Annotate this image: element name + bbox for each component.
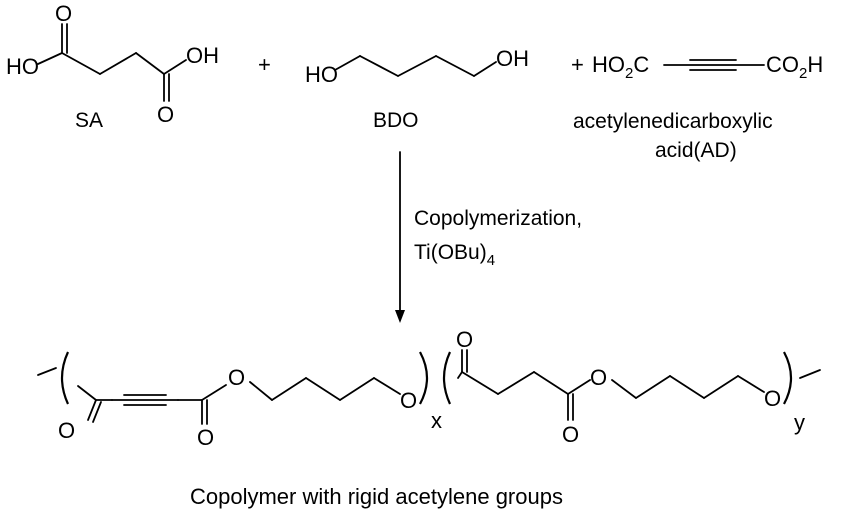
sa-unit-bond-c: [497, 371, 535, 395]
condition-line-1: Copolymerization,: [414, 207, 582, 230]
ad-label-line2: acid(AD): [655, 139, 737, 162]
plus-sign-2: +: [571, 52, 584, 77]
plus-sign-1: +: [258, 52, 271, 77]
ad-unit-carbonyl-o-2: O: [197, 425, 214, 450]
sa-oh-group: OH: [186, 43, 219, 68]
ad-right-co: CO: [766, 52, 799, 77]
sa-bond-c3-c4: [135, 52, 165, 75]
butyl-x-bond-1: [249, 381, 273, 401]
ad-right-sub: 2: [799, 65, 807, 82]
sa-bond-ho-c1: [37, 52, 63, 65]
repeat-unit-y-close-paren: [783, 351, 793, 405]
ad-right-group: CO2H: [766, 52, 823, 82]
ad-unit-bond-d: [201, 384, 227, 401]
repeat-unit-y-label: y: [794, 410, 805, 435]
ad-left-sub: 2: [625, 65, 633, 82]
butyl-x-bond-3: [305, 377, 341, 401]
butyl-x-ester-o: O: [400, 388, 417, 413]
sa-structure: O HO OH O SA: [6, 1, 219, 132]
sa-unit-bond-d: [533, 371, 569, 395]
ad-label-line1: acetylenedicarboxylic: [573, 110, 773, 133]
sa-ho-group: HO: [6, 54, 39, 79]
sa-bond-c2-c3: [99, 52, 137, 75]
butyl-y-ester-o: O: [764, 386, 781, 411]
repeat-unit-x-close-paren: [419, 351, 429, 405]
bdo-bond-3: [397, 55, 437, 77]
bdo-bond-2: [359, 55, 399, 77]
sa-unit-carbonyl-o-2: O: [562, 422, 579, 447]
condition-catalyst-sub: 4: [487, 252, 495, 269]
sa-bond-c4-oh: [163, 59, 187, 75]
butyl-y-bond-3: [669, 375, 705, 399]
bdo-bond-5: [473, 61, 497, 77]
sa-unit-ester-o: O: [590, 365, 607, 390]
product-structure: O O O O x O O O O y: [37, 327, 821, 450]
ad-left-group: HO2C: [592, 52, 649, 82]
poly-end-left: [37, 367, 57, 376]
bdo-bond-1: [334, 55, 361, 71]
bdo-structure: HO OH BDO: [305, 46, 529, 132]
butyl-x-bond-2: [271, 377, 307, 401]
repeat-unit-x-label: x: [431, 408, 442, 433]
sa-bond-c1-c2: [61, 52, 101, 75]
butyl-x-bond-4: [339, 377, 375, 401]
poly-end-right: [799, 369, 821, 379]
ad-unit-bond-a: [77, 385, 97, 401]
product-caption: Copolymer with rigid acetylene groups: [190, 484, 563, 509]
ad-structure: HO2C CO2H acetylenedicarboxylic acid(AD): [573, 52, 823, 162]
butyl-y-bond-4: [703, 375, 739, 399]
sa-carbonyl-o-top: O: [55, 1, 72, 26]
butyl-x-bond-5: [373, 377, 401, 395]
sa-carbonyl-o-bottom: O: [157, 102, 174, 127]
repeat-unit-y-open-paren: [442, 351, 451, 405]
ad-unit-ester-o: O: [228, 365, 245, 390]
sa-unit-carbonyl-o-1: O: [456, 327, 473, 352]
ad-unit-carbonyl-o-1: O: [58, 418, 75, 443]
ad-left-c: C: [633, 52, 649, 77]
ad-unit-co-b: [92, 401, 102, 423]
repeat-unit-x-open-paren: [60, 351, 69, 405]
condition-catalyst: Ti(OBu): [414, 241, 487, 264]
ad-unit-co-a: [87, 399, 97, 421]
ad-right-h: H: [807, 52, 823, 77]
butyl-y-bond-2: [635, 375, 671, 399]
sa-unit-bond-e: [567, 379, 591, 395]
bdo-oh-group: OH: [496, 46, 529, 71]
condition-line-2: Ti(OBu)4: [414, 241, 495, 269]
bdo-ho-group: HO: [305, 62, 338, 87]
sa-unit-bond-a: [457, 371, 463, 379]
butyl-y-bond-1: [611, 379, 637, 399]
bdo-bond-4: [435, 55, 475, 77]
bdo-label: BDO: [373, 109, 419, 132]
butyl-y-bond-5: [737, 375, 765, 393]
sa-unit-bond-b: [461, 371, 499, 395]
arrow-head: [395, 310, 405, 323]
ad-left-ho: HO: [592, 52, 625, 77]
sa-label: SA: [75, 109, 103, 132]
reaction-arrow: [395, 151, 405, 323]
